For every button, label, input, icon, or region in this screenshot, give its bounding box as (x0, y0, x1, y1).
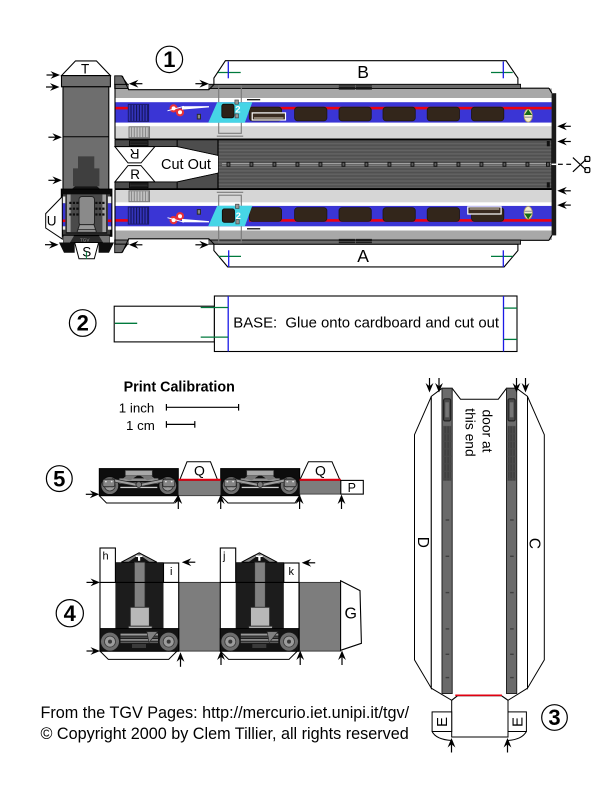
svg-text:2: 2 (235, 105, 240, 116)
svg-text:From the TGV Pages: http://mer: From the TGV Pages: http://mercurio.iet.… (41, 704, 410, 722)
svg-text:1 cm: 1 cm (126, 418, 155, 433)
svg-text:P: P (348, 481, 356, 495)
svg-text:Print Calibration: Print Calibration (124, 380, 235, 396)
svg-text:door at: door at (480, 410, 495, 453)
svg-text:E: E (509, 717, 526, 727)
svg-text:R: R (130, 167, 140, 182)
svg-text:this end: this end (462, 408, 477, 456)
svg-text:j: j (222, 551, 225, 563)
svg-text:G: G (345, 605, 357, 622)
svg-text:5: 5 (53, 466, 65, 491)
svg-text:2: 2 (77, 311, 89, 336)
svg-text:R: R (130, 146, 140, 161)
svg-text:2: 2 (236, 211, 241, 222)
svg-text:Q: Q (315, 463, 326, 479)
svg-text:h: h (103, 551, 109, 563)
svg-text:A: A (357, 246, 369, 266)
svg-text:T: T (81, 62, 89, 77)
svg-text:Cut Out: Cut Out (161, 157, 211, 173)
svg-text:1: 1 (163, 47, 175, 72)
svg-text:C: C (525, 538, 542, 549)
svg-text:TGV: TGV (80, 237, 90, 242)
svg-text:B: B (357, 62, 369, 82)
svg-text:3: 3 (548, 705, 560, 730)
svg-text:D: D (414, 537, 431, 548)
svg-text:E: E (434, 717, 451, 727)
svg-text:i: i (170, 566, 172, 578)
svg-text:© Copyright 2000 by Clem Tilli: © Copyright 2000 by Clem Tillier, all ri… (41, 725, 409, 743)
svg-text:k: k (289, 566, 295, 578)
svg-text:U: U (47, 214, 57, 229)
svg-text:1 inch: 1 inch (119, 401, 154, 416)
svg-text:BASE: Glue onto cardboard and: BASE: Glue onto cardboard and cut out (233, 316, 500, 332)
svg-text:Q: Q (194, 463, 205, 479)
svg-text:4: 4 (64, 601, 77, 626)
